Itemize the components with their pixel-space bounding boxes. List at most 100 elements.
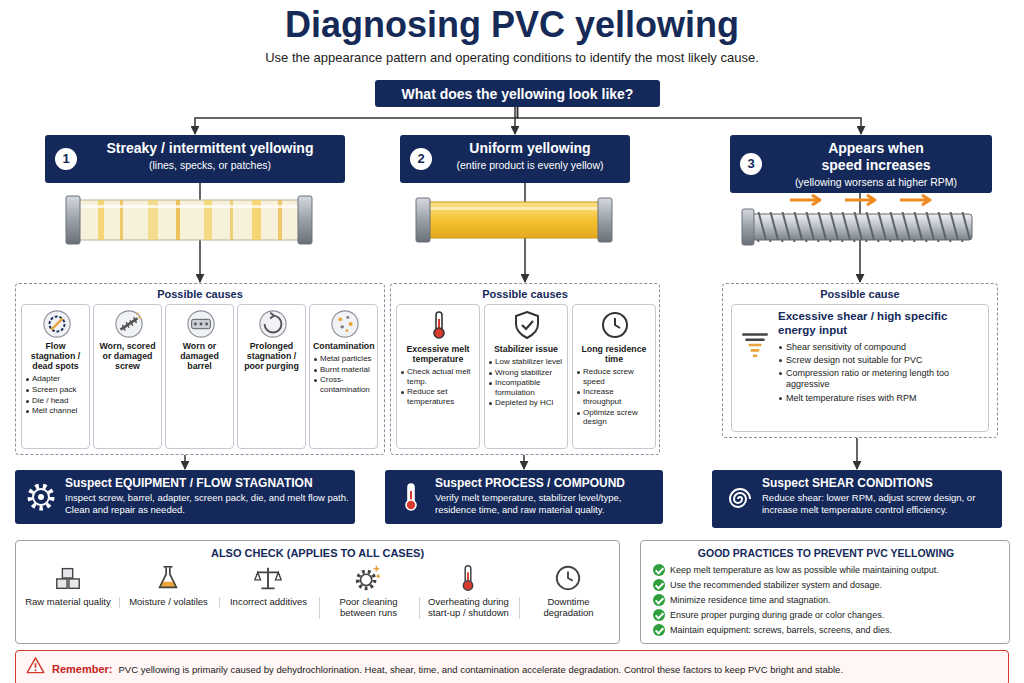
icon xyxy=(599,309,631,341)
icon-glyph xyxy=(434,312,444,338)
icon xyxy=(153,563,183,593)
check-item: Incorrect additives xyxy=(219,597,317,608)
cause-bullet: Depleted by HCl xyxy=(488,398,564,408)
icon-glyph xyxy=(742,334,768,355)
icon xyxy=(738,327,772,361)
cause-card: Long residence timeReduce screw speedInc… xyxy=(572,304,656,449)
suspect-box: Suspect EQUIPMENT / FLOW STAGNATIONInspe… xyxy=(15,470,355,524)
remember-label: Remember: xyxy=(52,663,113,675)
check-item: Moisture / volatiles xyxy=(119,597,217,608)
case-header: 2 Uniform yellowing (entire product is eve… xyxy=(400,135,630,183)
icon-glyph xyxy=(115,311,141,337)
cause-bullet: Burnt material xyxy=(313,365,374,375)
connector-arrow xyxy=(514,107,516,134)
extruder-screw xyxy=(742,195,972,245)
suspect-body: Reduce shear: lower RPM, adjust screw de… xyxy=(762,492,996,516)
graphic xyxy=(78,200,300,240)
remember-bar: Remember: PVC yellowing is primarily caus… xyxy=(15,650,1009,683)
cause-bullet: Wrong stabilizer xyxy=(488,368,564,378)
icon-glyph xyxy=(557,567,580,590)
graphic xyxy=(428,202,600,238)
cause-title: Excessive melt temperature xyxy=(400,344,476,364)
cause-card: Worn, scored or damaged screw xyxy=(93,304,162,449)
cause-bullet: Increase throughput xyxy=(576,387,652,406)
cause-title: Prolonged stagnation / poor purging xyxy=(241,341,302,371)
check-item: Poor cleaning between runs xyxy=(319,597,417,619)
good-practices-panel: GOOD PRACTICES TO PREVENT PVC YELLOWINGK… xyxy=(640,540,1010,644)
cause-title: Worn, scored or damaged screw xyxy=(97,341,158,371)
icon-glyph xyxy=(30,486,52,508)
panel-heading: Possible causes xyxy=(391,284,659,300)
icon xyxy=(53,563,83,593)
icon-glyph xyxy=(603,313,627,337)
callout-number: 2 xyxy=(410,148,432,170)
icon xyxy=(511,309,543,341)
remember-text: PVC yellowing is primarily caused by deh… xyxy=(119,664,844,675)
case-title: Uniform yellowing xyxy=(438,140,622,157)
graphic xyxy=(66,196,80,244)
case-title: Appears when speed increases xyxy=(809,140,944,174)
cause-title: Contamination xyxy=(313,341,374,351)
suspect-heading: Suspect EQUIPMENT / FLOW STAGNATION xyxy=(65,476,349,490)
cause-title: Stabilizer issue xyxy=(488,344,564,354)
case-header: 1 Streaky / intermittent yellowing (lines,… xyxy=(45,135,345,183)
graphic xyxy=(790,195,930,205)
icon xyxy=(258,309,288,339)
practice-item: Maintain equipment: screws, barrels, scr… xyxy=(651,624,1001,636)
icon xyxy=(722,483,754,515)
cause-bullet: Low stabilizer level xyxy=(488,357,564,367)
icon xyxy=(25,481,57,513)
cause-card: Excessive melt temperatureCheck actual m… xyxy=(396,304,480,449)
icon-glyph xyxy=(730,489,750,507)
icon-glyph xyxy=(358,566,381,589)
check-item: Raw material quality xyxy=(19,597,117,608)
icon xyxy=(453,563,483,593)
icon-glyph xyxy=(160,567,177,588)
icon-glyph xyxy=(516,312,538,338)
cause-bullet: Melt channel xyxy=(25,406,86,416)
graphic xyxy=(416,198,430,242)
panel-heading: ALSO CHECK (APPLIES TO ALL CASES) xyxy=(16,541,619,559)
graphic xyxy=(742,209,754,245)
case-subtitle: (entire product is evenly yellow) xyxy=(438,159,622,171)
graphic xyxy=(298,196,312,244)
cause-bullet: Cross-contamination xyxy=(313,375,374,394)
icon-glyph xyxy=(259,311,285,337)
connector-arrow xyxy=(184,455,186,469)
case-title: Streaky / intermittent yellowing xyxy=(83,140,337,157)
cause-card: Stabilizer issueLow stabilizer levelWron… xyxy=(484,304,568,449)
icon xyxy=(114,309,144,339)
panel-heading: Possible causes xyxy=(16,284,384,300)
icon-glyph xyxy=(27,658,44,673)
icon xyxy=(186,309,216,339)
suspect-heading: Suspect SHEAR CONDITIONS xyxy=(762,476,996,490)
causes-panel: Possible causesFlow stagnation / dead sp… xyxy=(15,283,385,455)
cause-bullet: Shear sensitivity of compound xyxy=(778,342,982,353)
connector-arrow xyxy=(518,107,862,134)
case-subtitle: (lines, specks, or patches) xyxy=(83,159,337,171)
uniform-yellow-pipe xyxy=(416,198,612,242)
cause-title: Worn or damaged barrel xyxy=(169,341,230,371)
question-text: What does the yellowing look like? xyxy=(402,86,634,102)
callout-number: 1 xyxy=(55,148,77,170)
graphic xyxy=(428,207,600,210)
icon-glyph xyxy=(331,311,357,337)
practice-item: Ensure proper purging during grade or co… xyxy=(651,609,1001,621)
suspect-box: Suspect PROCESS / COMPOUNDVerify melt te… xyxy=(385,470,663,524)
cause-bullet: Melt temperature rises with RPM xyxy=(778,393,982,404)
cause-card: Excessive shear / high specific energy i… xyxy=(731,304,989,432)
icon xyxy=(423,309,455,341)
cause-title: Excessive shear / high specific energy i… xyxy=(778,310,982,338)
cause-bullet: Reduce screw speed xyxy=(576,367,652,386)
practice-item: Keep melt temperature as low as possible… xyxy=(651,564,1001,576)
callout-number: 3 xyxy=(740,153,762,175)
practice-item: Use the recommended stabilizer system an… xyxy=(651,579,1001,591)
cause-bullet: Die / head xyxy=(25,396,86,406)
icon xyxy=(26,656,45,675)
connector-arrow xyxy=(195,107,518,134)
title: Diagnosing PVC yellowing xyxy=(0,4,1024,46)
suspect-heading: Suspect PROCESS / COMPOUND xyxy=(435,476,657,490)
suspect-box: Suspect SHEAR CONDITIONS Reduce shear: lo… xyxy=(712,470,1002,528)
